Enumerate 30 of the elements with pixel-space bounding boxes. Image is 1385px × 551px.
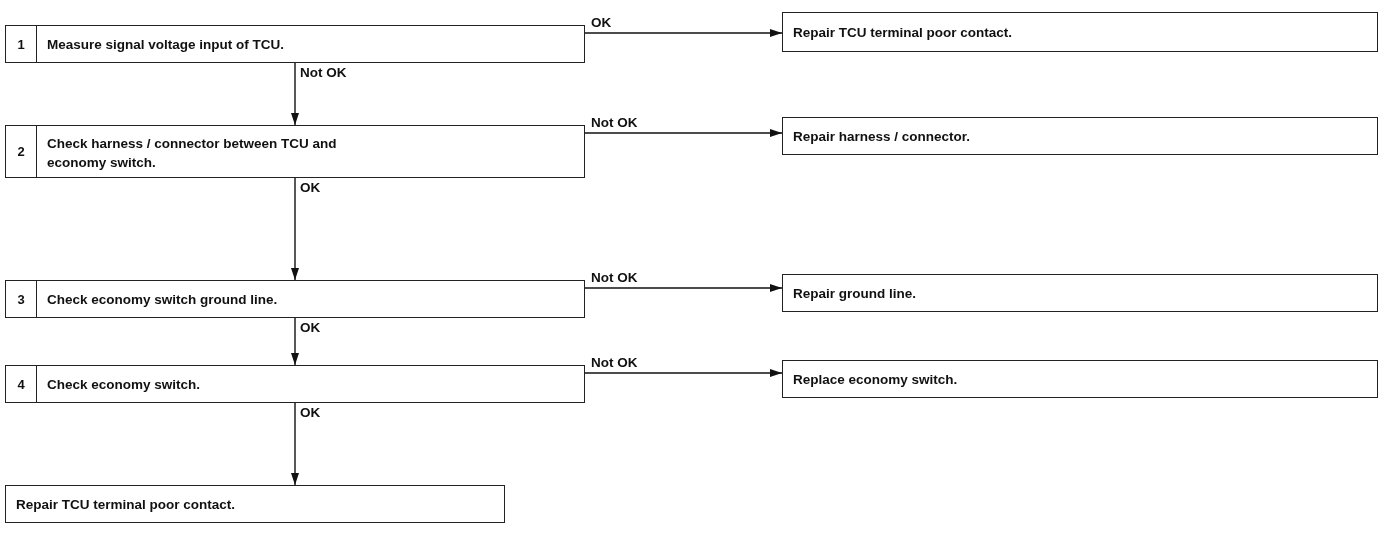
arrow: [291, 177, 299, 281]
action-box: [782, 360, 1378, 398]
step-text: Check harness / connector between TCU and economy switch.: [46, 135, 338, 172]
step-text: Check economy switch ground line.: [46, 290, 279, 309]
action-box: [782, 117, 1378, 155]
step-number: 2: [6, 126, 37, 177]
step-number: 3: [6, 281, 37, 317]
step-text: Repair ground line.: [792, 284, 917, 303]
action-box: [782, 12, 1378, 52]
step-number: 1: [6, 26, 37, 62]
step-box: [5, 365, 585, 403]
step-number: 4: [6, 366, 37, 402]
action-box: [5, 485, 505, 523]
arrow: [291, 62, 299, 126]
step-box: [5, 280, 585, 318]
arrow: [291, 402, 299, 486]
step-box: [5, 125, 585, 178]
step-text: Check economy switch.: [46, 375, 202, 394]
arrow: [584, 369, 783, 377]
step-text: Replace economy switch.: [792, 370, 959, 389]
step-text: Measure signal voltage input of TCU.: [46, 35, 286, 54]
step-text: Repair TCU terminal poor contact.: [792, 23, 1014, 42]
arrow: [584, 29, 783, 37]
arrow: [584, 129, 783, 137]
arrow: [584, 284, 783, 292]
step-text: Repair harness / connector.: [792, 127, 972, 146]
arrow: [291, 317, 299, 366]
step-box: [5, 25, 585, 63]
step-text: Repair TCU terminal poor contact.: [15, 495, 237, 514]
action-box: [782, 274, 1378, 312]
